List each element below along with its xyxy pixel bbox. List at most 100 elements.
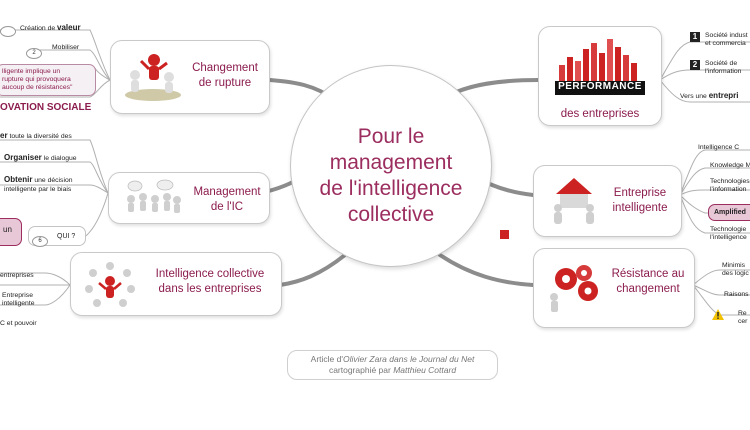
warning-icon [712,309,724,320]
management-line-2[interactable]: Organiser le dialogue [4,154,77,163]
resistance-item-line: Re [738,310,747,317]
management-line-1-text: toute la diversité des [9,133,72,140]
creation-valeur-text: Création de [20,25,56,32]
central-title-line: management [329,151,453,174]
management-line-2-keyword: Organiser [4,153,42,162]
un-text: un [3,225,12,234]
gears-icon [550,265,598,312]
quote-line: aucoup de résistances" [2,84,73,91]
entreprise-item-knowledge[interactable]: Knowledge M [710,162,750,169]
entreprise-item-technologie[interactable]: Technologie l'intelligence [710,226,747,242]
entreprise-item-line: Technologies [710,178,750,185]
resistance-item-3[interactable]: Re cer [738,310,747,326]
entreprise-item-line: Technologie [710,226,747,233]
caption-line-1-italic: Olivier Zara dans le Journal du Net [342,354,475,364]
node-entreprise-intelligente[interactable]: Entreprise intelligente [533,165,682,237]
number-1-badge: 1 [690,32,700,42]
management-line-3[interactable]: Obtenir une décision [4,176,73,185]
rupture-label: Changement de rupture [183,61,267,91]
rupture-people-icon [125,54,181,101]
intelligence-label: Intelligence collective dans les entrepr… [141,267,279,297]
intelligence-item-entreprises[interactable]: entreprises [0,272,34,279]
resistance-item-line: Minimis [722,262,746,269]
performance-banner: PERFORMANCE [558,81,642,92]
house-carriers-icon [554,178,594,224]
number-6-marker: 6 [32,236,48,247]
central-title: Pour le management de l'intelligence col… [291,124,491,228]
intelligence-item-ic-pouvoir[interactable]: C et pouvoir [0,320,37,327]
innovation-sociale-item[interactable]: OVATION SOCIALE [0,102,92,113]
entreprise-item-technologies[interactable]: Technologies l'information [710,178,750,194]
node-intelligence-collective[interactable]: Intelligence collective dans les entrepr… [70,252,282,316]
caption-line-2: cartographié par Matthieu Cottard [288,365,497,376]
management-label-line: Management [193,186,261,198]
link-center-intelligence [278,253,347,287]
intelligence-item-entreprise-intelligente[interactable]: Entreprise intelligente [2,292,35,308]
qui-text: QUI ? [57,233,76,240]
caption-line-1: Article d'Olivier Zara dans le Journal d… [288,354,497,365]
performance-item-line: Société de [705,60,738,67]
node-changement-de-rupture[interactable]: Changement de rupture [110,40,270,114]
management-label: Management de l'IC [187,185,267,215]
amplified-box[interactable]: Amplified [708,204,750,221]
management-line-3-text: une décision [34,177,73,184]
performance-item-3-text: Vers une [680,93,707,100]
caption-line-1-text: Article d' [310,354,343,364]
team-meeting-icon [127,179,181,213]
management-line-2-text: le dialogue [43,155,77,162]
link-center-resistance [438,253,535,287]
quote-box[interactable]: lligente implique un rupture qui provoqu… [0,64,96,96]
creation-valeur-keyword: valeur [57,23,81,32]
node-resistance[interactable]: Résistance au changement [533,248,695,328]
node-performance[interactable]: PERFORMANCE des entreprises [538,26,662,126]
caption-line-2-italic: Matthieu Cottard [393,365,457,375]
management-label-line: de l'IC [210,201,244,213]
central-topic[interactable]: Pour le management de l'intelligence col… [290,65,492,267]
branch-toggle-icon[interactable] [0,26,16,37]
circle-of-people-icon [85,262,135,307]
resistance-label-line: changement [616,283,680,295]
un-box[interactable]: un [0,218,22,246]
central-title-line: Pour le [357,125,425,148]
performance-item-line: l'information [705,68,742,75]
performance-label: des entreprises [560,108,640,120]
entreprise-label-line: intelligente [612,202,668,214]
central-title-line: collective [347,203,435,226]
resistance-item-1[interactable]: Minimis des logic [722,262,749,278]
intelligence-item-line: Entreprise [2,292,33,299]
management-line-3-keyword: Obtenir [4,175,33,184]
central-title-line: de l'intelligence [319,177,463,200]
amplified-text: Amplified [714,209,746,216]
credits-caption: Article d'Olivier Zara dans le Journal d… [287,350,498,380]
rupture-label-line: Changement [192,62,258,74]
intelligence-label-line: dans les entreprises [158,283,262,295]
resistance-item-2[interactable]: Raisons [724,291,749,298]
intelligence-label-line: Intelligence collective [155,268,265,280]
intelligence-item-line: intelligente [2,300,35,307]
entreprise-item-line: l'intelligence [710,234,747,241]
number-2-badge: 2 [690,60,700,70]
performance-item-3-keyword: entrepri [708,91,739,100]
entreprise-label-line: Entreprise [613,187,667,199]
node-management-ic[interactable]: Management de l'IC [108,172,270,224]
quote-line: rupture qui provoquera [2,76,71,83]
performance-item-1[interactable]: Société indust et commercia [705,32,748,48]
quote-line: lligente implique un [2,68,61,75]
management-line-1[interactable]: er toute la diversité des [0,132,72,141]
performance-item-2[interactable]: Société de l'information [705,60,741,76]
resistance-item-line: cer [738,318,748,325]
entreprise-item-intelligence[interactable]: Intelligence C [698,144,740,151]
rupture-label-line: de rupture [198,77,252,89]
caption-line-2-text: cartographié par [328,365,394,375]
entreprise-item-line: l'information [710,186,747,193]
mobiliser-item[interactable]: Mobiliser [52,44,80,51]
number-2-marker: 2 [26,48,42,59]
management-line-1-keyword: er [0,131,8,140]
red-marker-icon [500,230,509,239]
resistance-label: Résistance au changement [604,267,692,297]
management-line-4: intelligente par le biais [4,186,72,193]
entreprise-label: Entreprise intelligente [602,186,678,216]
performance-item-3[interactable]: Vers une entrepri [680,92,739,101]
resistance-item-line: des logic [722,270,749,277]
creation-valeur-item[interactable]: Création de valeur [20,24,81,33]
